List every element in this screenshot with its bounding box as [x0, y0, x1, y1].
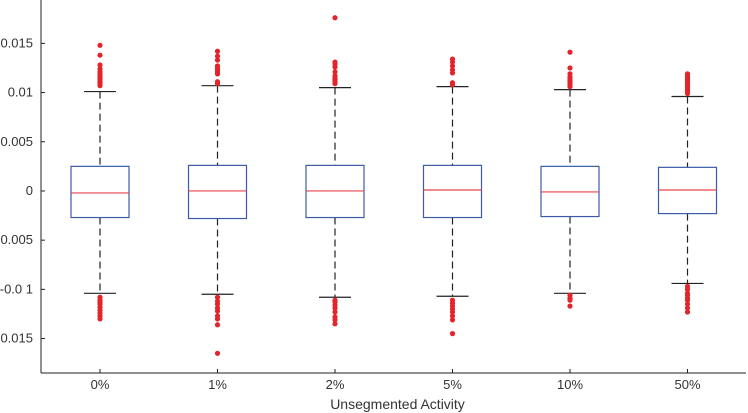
outlier-point: [567, 65, 573, 71]
box-group: [305, 15, 365, 327]
outlier-point: [449, 331, 456, 337]
outlier-point: [684, 309, 691, 315]
outlier-point: [684, 297, 691, 303]
outlier-point: [449, 70, 456, 76]
y-tick-label: 0: [26, 183, 33, 198]
y-ticks: 0.015 0.01 0.005 0 -0.005 -0.0 1 -0.015: [0, 35, 45, 346]
x-ticks: 0% 1% 2% 5% 10% 50%: [91, 369, 701, 392]
box-iqr: [187, 164, 248, 220]
outlier-point: [214, 308, 221, 314]
outlier-point: [97, 62, 103, 68]
y-tick-label: -0.0 1: [0, 281, 33, 296]
box-group: [187, 48, 248, 356]
outlier-point: [332, 64, 338, 70]
y-tick-label: -0.015: [0, 331, 33, 346]
axes-layer: [40, 0, 746, 374]
y-tick-label: 0.015: [0, 35, 33, 50]
outlier-point: [97, 83, 103, 89]
x-tick-label: 1%: [208, 377, 227, 392]
outlier-point: [449, 309, 456, 315]
outlier-point: [684, 286, 691, 292]
box-group: [422, 56, 483, 337]
outlier-point: [97, 52, 103, 58]
outlier-point: [214, 57, 221, 63]
outlier-point: [214, 71, 221, 77]
box-iqr: [422, 164, 483, 219]
box-iqr: [70, 165, 130, 219]
outlier-point: [332, 81, 338, 87]
outlier-point: [97, 42, 103, 48]
outlier-point: [449, 63, 456, 69]
outlier-point: [214, 301, 221, 307]
outlier-point: [684, 301, 691, 307]
outlier-point: [684, 305, 691, 311]
outlier-point: [567, 84, 573, 90]
outlier-point: [567, 303, 573, 309]
outlier-point: [332, 69, 338, 75]
outlier-point: [214, 81, 221, 87]
outlier-point: [449, 82, 456, 88]
outlier-point: [449, 59, 456, 65]
box-group: [70, 42, 130, 322]
outlier-point: [97, 316, 103, 322]
outlier-point: [214, 294, 221, 300]
x-tick-label: 10%: [557, 377, 583, 392]
outlier-point: [449, 313, 456, 319]
outlier-point: [214, 322, 221, 328]
y-tick-label: 0.005: [0, 134, 33, 149]
x-tick-label: 50%: [674, 377, 700, 392]
outlier-point: [332, 305, 338, 311]
outlier-point: [684, 90, 691, 97]
outlier-point: [567, 49, 573, 55]
boxes-layer: [70, 15, 718, 356]
box-group: [540, 49, 600, 309]
outlier-point: [214, 350, 221, 356]
x-tick-label: 2%: [326, 377, 345, 392]
outlier-point: [214, 48, 221, 54]
y-tick-label: -0.005: [0, 232, 33, 247]
outlier-point: [332, 15, 338, 21]
outlier-point: [332, 317, 338, 323]
outlier-point: [332, 309, 338, 315]
outlier-point: [449, 317, 456, 323]
box-group: [657, 71, 718, 315]
y-tick-label: 0.01: [8, 85, 33, 100]
x-axis-title: Unsegmented Activity: [330, 396, 465, 412]
outlier-point: [332, 321, 338, 327]
outlier-point: [214, 53, 221, 59]
outlier-point: [214, 316, 221, 322]
x-tick-label: 0%: [91, 377, 110, 392]
x-tick-label: 5%: [443, 377, 462, 392]
outlier-point: [567, 297, 573, 303]
